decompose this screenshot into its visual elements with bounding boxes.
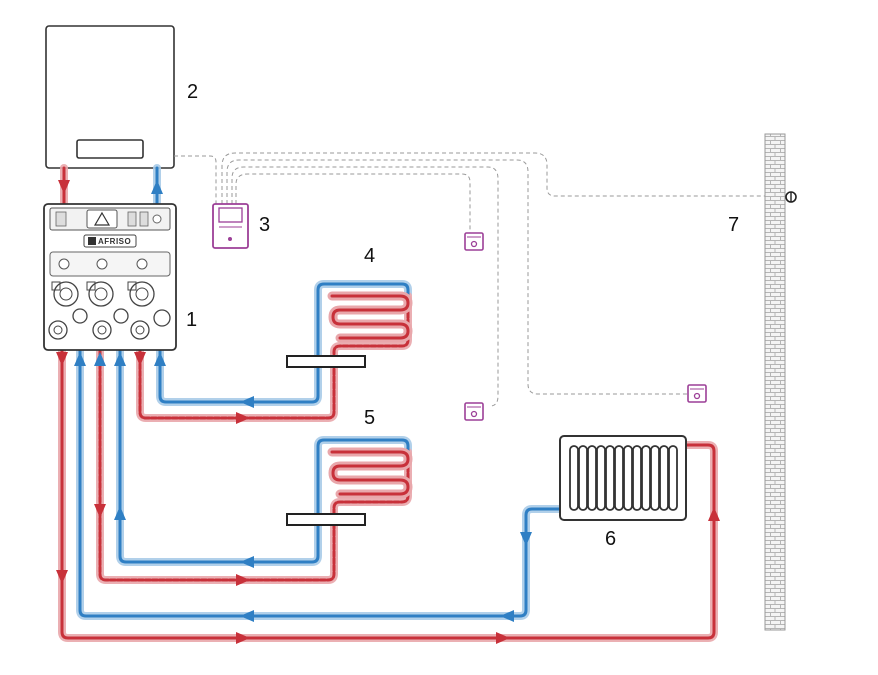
label-radiator: 6 [605,528,616,550]
label-mixing-station: 1 [186,309,197,331]
arrow-supply-station-down [56,352,68,366]
label-outdoor-sensor: 7 [728,214,739,236]
room-thermostat-radiator [687,384,707,403]
pipes [60,166,716,640]
arrow-return-radiator-bottom [240,610,254,622]
arrow-return-station-mid [94,352,106,366]
floor-loop-upper-return [158,282,410,404]
warning-icon [93,211,111,226]
manifold-bar-upper [286,355,366,368]
room-thermostat-upper [464,232,484,251]
floor-coil-upper [327,291,413,343]
central-controller [212,203,249,249]
floor-loop-upper-supply [138,294,410,420]
arrow-return-upper-right [154,352,166,366]
outdoor-sensor [785,191,797,203]
arrow-supply-lower-bottom [236,574,250,586]
brand-label: AFRISO [98,237,131,246]
floor-loop-lower-return [118,348,410,564]
arrow-return-upper-loop [240,396,254,408]
mixing-station: AFRISO [43,203,177,351]
manifold-bar-lower [286,513,366,526]
boiler [45,25,175,169]
floor-coil-lower [327,447,413,499]
arrow-supply-radiator-mid [496,632,510,644]
boiler-display [76,139,144,159]
label-central-controller: 3 [259,214,270,236]
arrow-supply-upper-loop [236,412,250,424]
arrow-supply-radiator-up [708,507,720,521]
label-floor-loop-lower: 5 [364,407,375,429]
radiator-return-pipe [78,348,562,618]
arrow-return-radiator-down [520,532,532,546]
arrow-supply-boiler [58,180,70,194]
arrow-return-boiler [151,180,163,194]
floor-loop-lower-supply [98,348,410,582]
arrow-supply-upper-loop-start [134,352,146,366]
arrow-return-upper [114,352,126,366]
outdoor-wall [764,133,786,631]
arrow-return-lower-vertical [114,506,126,520]
radiator-supply-pipe [60,348,716,640]
label-boiler: 2 [187,81,198,103]
arrow-return-radiator-mid [500,610,514,622]
flow-arrows-return [74,180,532,622]
radiator [559,435,687,521]
signal-wires [174,152,782,407]
arrow-supply-radiator-left [56,570,68,584]
label-floor-loop-upper: 4 [364,245,375,267]
room-thermostat-lower [464,402,484,421]
arrow-supply-lower-loop [94,504,106,518]
arrow-supply-radiator-bottom [236,632,250,644]
arrow-return-station-left [74,352,86,366]
flow-arrows-supply [56,180,720,644]
arrow-return-lower-loop [240,556,254,568]
